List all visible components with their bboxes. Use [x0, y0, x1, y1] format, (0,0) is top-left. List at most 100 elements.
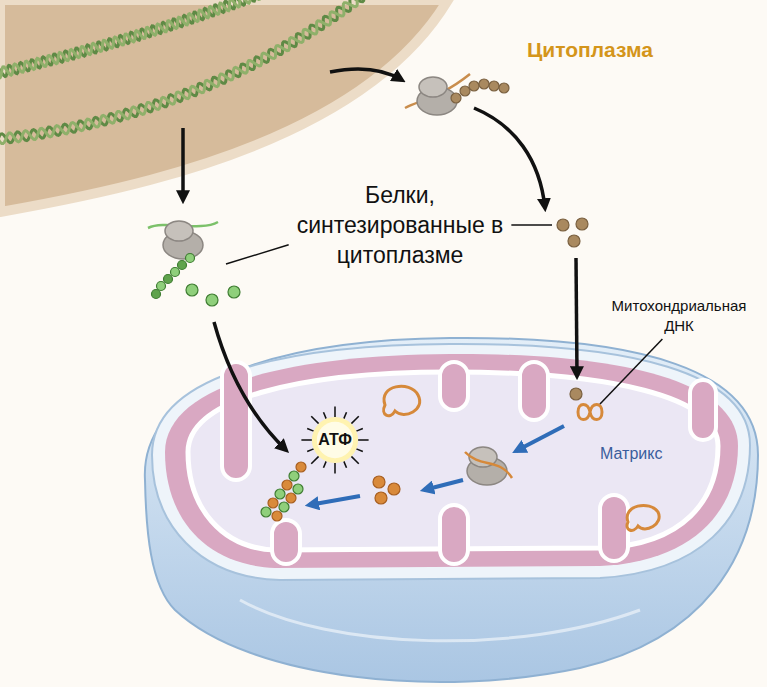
shape-circle: [388, 483, 400, 495]
ray: [351, 456, 358, 463]
glow: [312, 417, 358, 463]
shape-circle: [293, 484, 303, 494]
shape-circle: [164, 275, 173, 284]
nucleus: [0, 0, 448, 212]
mitochondrial-dna: [578, 405, 602, 420]
shape-ellipse: [419, 77, 447, 97]
ray: [344, 461, 347, 467]
ray: [323, 461, 326, 467]
ribosome: [163, 221, 203, 259]
dna-strand: [0, 0, 270, 78]
callout-label: Митохондриальная ДНК: [596, 296, 762, 335]
arrow: [330, 69, 402, 80]
mrna: [465, 452, 512, 478]
outer-membrane: [145, 338, 758, 682]
shape-circle: [206, 294, 218, 306]
mitochondrion: [145, 338, 758, 682]
shape-circle: [186, 284, 198, 296]
shape-circle: [186, 254, 195, 263]
shape-circle: [286, 493, 296, 503]
crista: [690, 380, 716, 440]
membrane-rim: [152, 344, 750, 580]
shape-circle: [178, 261, 187, 270]
dna-strand: [0, 0, 370, 145]
protein: [373, 476, 400, 504]
shape-circle: [261, 507, 271, 517]
crista: [440, 505, 468, 564]
shape-circle: [479, 79, 489, 89]
shape-circle: [499, 83, 509, 93]
shape-circle: [557, 219, 569, 231]
shape-circle: [469, 81, 479, 91]
shape-circle: [279, 502, 289, 512]
protein: [186, 284, 240, 306]
mtdna-loop: [627, 505, 659, 530]
crista: [600, 495, 628, 561]
membrane-complex: [261, 462, 306, 521]
leader-line: [226, 245, 289, 264]
ray: [358, 439, 369, 441]
shape-circle: [289, 471, 299, 481]
dna-strand: [0, 0, 370, 144]
crista: [440, 362, 468, 410]
ray: [311, 416, 318, 423]
region-label: Матрикс: [600, 444, 700, 465]
shape-circle: [282, 480, 292, 490]
intermembrane-space: [165, 354, 738, 568]
arrow: [474, 108, 545, 208]
protein-chain: [451, 79, 509, 103]
mtdna-loop: [384, 386, 420, 415]
shape-circle: [157, 282, 166, 291]
protein: [557, 218, 588, 400]
glow: [317, 422, 353, 458]
shape-circle: [570, 388, 582, 400]
shape-circle: [152, 290, 161, 299]
ray: [334, 463, 336, 474]
shape-circle: [171, 268, 180, 277]
arrow: [309, 496, 360, 505]
shape-circle: [460, 86, 470, 96]
arrow: [181, 128, 185, 200]
shape-circle: [272, 511, 282, 521]
energy-burst: АТФ: [300, 405, 370, 475]
shape-circle: [275, 489, 285, 499]
arrow: [516, 426, 564, 451]
shape-circle: [451, 93, 461, 103]
shape-circle: [296, 462, 306, 472]
arrow: [576, 258, 577, 376]
shape-circle: [373, 476, 385, 488]
ray: [334, 406, 336, 417]
crista: [272, 520, 300, 564]
ray: [356, 449, 362, 452]
shape-circle: [576, 218, 588, 230]
shape-circle: [375, 492, 387, 504]
dna-strand: [0, 0, 270, 79]
arrow: [424, 480, 463, 490]
shape-circle: [568, 235, 580, 247]
arrow: [214, 322, 286, 450]
shape-circle: [268, 498, 278, 508]
shape-ellipse: [165, 221, 193, 241]
membrane-shade: [240, 600, 640, 641]
leader-line: [511, 224, 552, 226]
shape-circle: [228, 286, 240, 298]
region-label: Цитоплазма: [527, 36, 747, 63]
callout-label: Белки, синтезированные в цитоплазме: [272, 181, 528, 271]
ray: [301, 439, 312, 441]
ray: [307, 428, 313, 431]
ray: [311, 456, 318, 463]
crista: [520, 362, 548, 420]
ray: [356, 428, 362, 431]
ray: [351, 416, 358, 423]
dna-helix: [0, 0, 370, 145]
shape-circle: [489, 81, 499, 91]
node-text: АТФ: [318, 431, 352, 449]
ray: [344, 412, 347, 418]
ray: [307, 449, 313, 452]
leader-line: [600, 339, 662, 404]
ray: [323, 412, 326, 418]
